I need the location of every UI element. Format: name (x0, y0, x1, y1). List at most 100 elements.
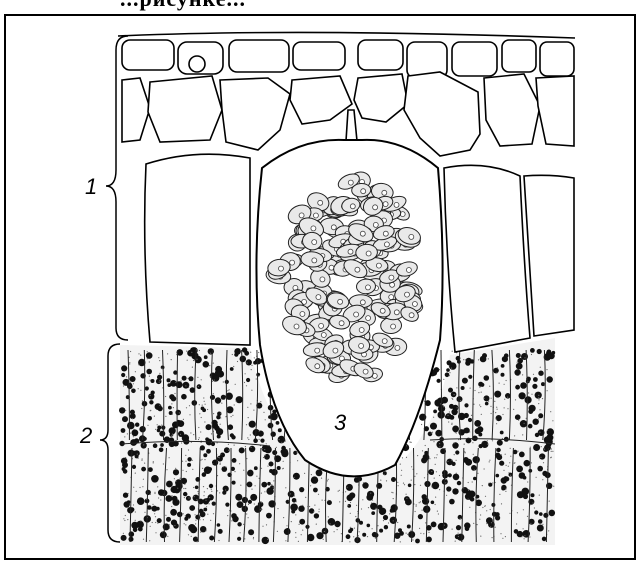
epidermis-cell (452, 42, 497, 76)
stipple-dot (471, 415, 472, 416)
stipple-dot (251, 369, 252, 370)
chloroplast-dot (519, 452, 525, 458)
chloroplast-dot (428, 469, 434, 475)
stipple-dot (294, 477, 295, 478)
cystolith-grain-highlight (348, 180, 353, 185)
stipple-dot (533, 374, 534, 375)
stipple-dot (188, 497, 189, 498)
stipple-dot (431, 432, 432, 433)
epidermis-cell (354, 74, 408, 122)
chloroplast-dot (449, 499, 455, 505)
stipple-dot (425, 522, 426, 523)
stipple-dot (527, 481, 528, 482)
stipple-dot (171, 403, 172, 404)
stipple-dot (491, 398, 492, 399)
stipple-dot (403, 483, 404, 484)
stipple-dot (137, 454, 138, 455)
stipple-dot (129, 363, 130, 364)
stipple-dot (157, 424, 158, 425)
stipple-dot (522, 434, 523, 435)
stipple-dot (223, 381, 224, 382)
stipple-dot (172, 414, 173, 415)
chloroplast-dot (217, 370, 224, 377)
stipple-dot (447, 461, 448, 462)
chloroplast-dot (520, 382, 527, 389)
chloroplast-dot (496, 415, 502, 421)
chloroplast-dot (237, 522, 241, 526)
stipple-dot (200, 532, 201, 533)
stipple-dot (273, 480, 274, 481)
stipple-dot (185, 488, 186, 489)
chloroplast-dot (485, 402, 489, 406)
stipple-dot (437, 454, 438, 455)
chloroplast-dot (123, 493, 128, 498)
cystolith-grain-highlight (348, 249, 353, 254)
stipple-dot (231, 520, 232, 521)
cystolith-grain-highlight (383, 202, 388, 207)
stipple-dot (460, 518, 461, 519)
stipple-dot (244, 382, 245, 383)
stipple-dot (291, 521, 292, 522)
stipple-dot (341, 533, 342, 534)
stipple-dot (350, 513, 351, 514)
stipple-dot (431, 486, 432, 487)
stipple-dot (370, 493, 371, 494)
stipple-dot (185, 515, 186, 516)
stipple-dot (497, 409, 498, 410)
stipple-dot (250, 352, 251, 353)
stipple-dot (451, 423, 452, 424)
stipple-dot (207, 488, 208, 489)
stipple-dot (458, 533, 459, 534)
chloroplast-dot (246, 359, 252, 365)
stipple-dot (204, 459, 205, 460)
stipple-dot (211, 433, 212, 434)
stipple-dot (481, 414, 482, 415)
stipple-dot (434, 457, 435, 458)
stipple-dot (189, 405, 190, 406)
chloroplast-dot (515, 414, 521, 420)
chloroplast-dot (286, 528, 290, 532)
stipple-dot (133, 504, 134, 505)
chloroplast-dot (122, 416, 128, 422)
stipple-dot (123, 385, 124, 386)
stipple-dot (491, 413, 492, 414)
chloroplast-dot (204, 355, 208, 359)
chloroplast-dot (206, 424, 212, 430)
chloroplast-dot (504, 353, 509, 358)
chloroplast-dot (132, 465, 136, 469)
chloroplast-dot (517, 358, 523, 364)
chloroplast-dot (129, 531, 135, 537)
stipple-dot (522, 374, 523, 375)
chloroplast-dot (528, 409, 533, 414)
stipple-dot (530, 504, 531, 505)
stipple-dot (231, 416, 232, 417)
stipple-dot (417, 455, 418, 456)
chloroplast-dot (271, 432, 276, 437)
chloroplast-dot (195, 486, 199, 490)
stipple-dot (205, 530, 206, 531)
stipple-dot (510, 475, 511, 476)
stipple-dot (225, 489, 226, 490)
chloroplast-dot (132, 429, 139, 436)
stipple-dot (130, 382, 131, 383)
stipple-dot (504, 384, 505, 385)
stipple-dot (171, 495, 172, 496)
chloroplast-dot (316, 532, 323, 539)
stipple-dot (314, 505, 315, 506)
chloroplast-dot (441, 523, 447, 529)
chloroplast-dot (255, 358, 261, 364)
stipple-dot (546, 369, 547, 370)
stipple-dot (139, 487, 140, 488)
stipple-dot (251, 447, 252, 448)
chloroplast-dot (246, 378, 250, 382)
stipple-dot (539, 409, 540, 410)
chloroplast-dot (496, 474, 500, 478)
chloroplast-dot (327, 500, 332, 505)
chloroplast-dot (424, 451, 428, 455)
chloroplast-dot (146, 352, 153, 359)
label-epidermis: 1 (85, 174, 97, 200)
stipple-dot (159, 382, 160, 383)
chloroplast-dot (145, 386, 149, 390)
stipple-dot (263, 412, 264, 413)
chloroplast-dot (437, 379, 441, 383)
